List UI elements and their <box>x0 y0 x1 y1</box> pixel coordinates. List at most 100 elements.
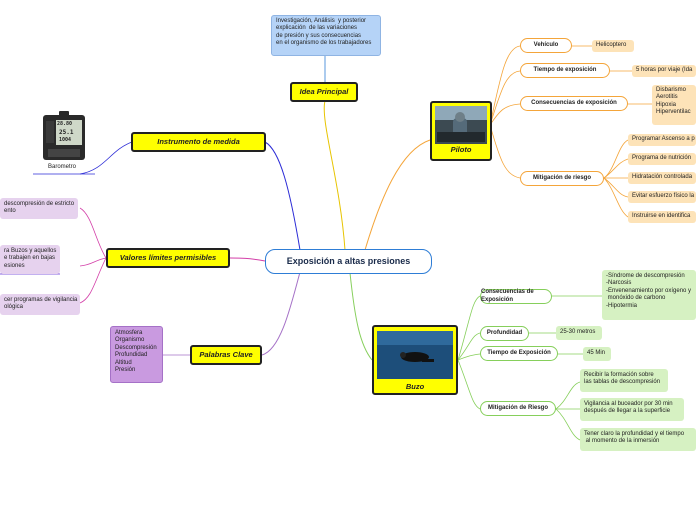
barometer-reading: 28.80 <box>57 121 72 127</box>
time-value: 45 Min <box>587 350 607 357</box>
connector-diver-time <box>458 354 480 360</box>
connector-mit-g3 <box>556 409 580 440</box>
mitigation-line: Vigilancia al buceador por 30 min <box>584 401 680 408</box>
mitigation-line: Tener claro la profundidad y el tiempo <box>584 431 692 438</box>
connector-limits-a <box>80 208 106 258</box>
idea-description[interactable]: Investigación, Análisis y posterior expl… <box>271 15 381 56</box>
pilot-consequences-leaf[interactable]: Disbarismo Aerotitis Hipoxia Hiperventil… <box>652 85 696 125</box>
connector-pilot-mitigation <box>490 125 520 178</box>
diver-topic[interactable]: Buzo <box>372 325 458 395</box>
connector-mit-2 <box>604 159 628 178</box>
connector-mit-4 <box>604 178 628 197</box>
pilot-mitigation-leaf[interactable]: Hidratación controlada <box>628 172 696 184</box>
keyword-item: Descompresión <box>115 345 158 352</box>
diver-consequences-leaf[interactable]: -Síndrome de descompresión -Narcosis -En… <box>602 270 696 320</box>
diver-branch-depth[interactable]: Profundidad <box>480 326 529 341</box>
limits-item[interactable]: cer programas de vigilancia ológica <box>0 294 80 315</box>
instrument-topic[interactable]: Instrumento de medida <box>131 132 266 152</box>
pilot-topic[interactable]: Piloto <box>430 101 492 161</box>
limits-line: cer programas de vigilancia <box>4 297 76 304</box>
connector-keywords <box>262 272 300 355</box>
limits-line: ento <box>4 208 74 215</box>
limits-line: e trabajen en bajas <box>4 255 56 262</box>
barometer-reading: 1004 <box>59 137 71 143</box>
connector-mit-g1 <box>556 382 580 409</box>
idea-line: explicación de las variaciones <box>276 25 376 32</box>
pilot-image <box>435 106 487 144</box>
keywords-list[interactable]: Atmosfera Organismo Descompresión Profun… <box>110 326 163 383</box>
mitigation-line: después de llegar a la superficie <box>584 408 680 415</box>
consequence-item: -Hipotermia <box>606 303 692 310</box>
connector-mit-1 <box>604 140 628 178</box>
keywords-topic[interactable]: Palabras Clave <box>190 345 262 365</box>
depth-value: 25-30 metros <box>560 329 598 336</box>
pilot-time-leaf[interactable]: 5 horas por viaje (Ida <box>632 65 696 77</box>
barometer-reading: 25.1 <box>59 129 73 136</box>
pilot-branch-time[interactable]: Tiempo de exposición <box>520 63 610 78</box>
idea-line: Investigación, Análisis y posterior <box>276 18 376 25</box>
pilot-branch-mitigation[interactable]: Mitigación de riesgo <box>520 171 604 186</box>
idea-line: en el organismo de los trabajadores <box>276 40 376 47</box>
mitigation-line: Recibir la formación sobre <box>584 372 664 379</box>
diver-mitigation-leaf[interactable]: Vigilancia al buceador por 30 min despué… <box>580 398 684 421</box>
limits-line: ra Buzos y aquellos <box>4 248 56 255</box>
mitigation-line: las tablas de descompresión <box>584 379 664 386</box>
diver-branch-time[interactable]: Tiempo de Exposición <box>480 346 558 361</box>
connector-instrument-left <box>80 142 132 174</box>
consequence-item: -Síndrome de descompresión <box>606 273 692 280</box>
connector-diver-mit <box>458 360 480 409</box>
pilot-branch-vehicle[interactable]: Vehículo <box>520 38 572 53</box>
connector-pilot-consequences <box>490 104 520 125</box>
barometer-image: 28.80 25.1 1004 <box>42 111 86 161</box>
consequence-item: monóxido de carbono <box>606 295 692 302</box>
consequence-item: Hipoxia <box>656 102 692 109</box>
connector-limits <box>230 258 265 261</box>
pilot-branch-consequences[interactable]: Consecuencias de exposición <box>520 96 628 111</box>
pilot-mitigation-leaf[interactable]: Programa de nutrición <box>628 153 696 165</box>
connector-pilot-vehicle <box>490 46 520 125</box>
pilot-mitigation-leaf[interactable]: Programar Ascenso a p <box>628 134 696 146</box>
consequence-item: -Envenenamiento por oxígeno y <box>606 288 692 295</box>
diver-branch-consequences[interactable]: Consecuencias de Exposición <box>480 289 552 304</box>
keyword-item: Atmosfera <box>115 330 158 337</box>
keyword-item: Altitud <box>115 360 158 367</box>
limits-line: ológica <box>4 304 76 311</box>
diver-mitigation-leaf[interactable]: Tener claro la profundidad y el tiempo a… <box>580 428 696 451</box>
diver-label: Buzo <box>374 383 456 390</box>
keyword-item: Profundidad <box>115 352 158 359</box>
pilot-mitigation-leaf[interactable]: Evitar esfuerzo físico la <box>628 191 696 203</box>
connector-diver <box>350 273 372 360</box>
central-topic[interactable]: Exposición a altas presiones <box>265 249 432 274</box>
limits-topic[interactable]: Valores límites permisibles <box>106 248 230 268</box>
pilot-vehicle-leaf[interactable]: Helicoptero <box>592 40 634 52</box>
connector-idea <box>324 101 345 250</box>
consequence-item: -Narcosis <box>606 280 692 287</box>
mitigation-line: al momento de la inmersión <box>584 438 692 445</box>
connector-pilot <box>365 140 430 250</box>
consequence-item: Aerotitis <box>656 94 692 101</box>
connector-diver-cons <box>458 296 480 360</box>
connector-pilot-time <box>490 71 520 125</box>
pilot-label: Piloto <box>432 146 490 153</box>
pilot-mitigation-leaf[interactable]: Instruirse en identifica <box>628 211 696 223</box>
diver-depth-leaf[interactable]: 25-30 metros <box>556 326 602 340</box>
barometer-caption: Barometro <box>48 164 76 171</box>
idea-principal-topic[interactable]: Idea Principal <box>290 82 358 102</box>
connector-instrument <box>265 142 300 250</box>
limits-item[interactable]: descompresión de estricto ento <box>0 198 78 219</box>
idea-line: de presión y sus consecuencias <box>276 33 376 40</box>
connector-limits-c <box>80 258 106 303</box>
limits-item[interactable]: ra Buzos y aquellos e trabajen en bajas … <box>0 245 60 274</box>
diver-mitigation-leaf[interactable]: Recibir la formación sobre las tablas de… <box>580 369 668 392</box>
diver-time-leaf[interactable]: 45 Min <box>583 347 611 361</box>
consequence-item: Hiperventilac <box>656 109 692 116</box>
diver-image <box>377 331 453 379</box>
diver-branch-mitigation[interactable]: Mitigación de Riesgo <box>480 401 556 416</box>
consequence-item: Disbarismo <box>656 87 692 94</box>
limits-line: descompresión de estricto <box>4 201 74 208</box>
connector-limits-b <box>80 258 106 266</box>
keyword-item: Presión <box>115 367 158 374</box>
connector-mit-5 <box>604 178 628 217</box>
keyword-item: Organismo <box>115 337 158 344</box>
limits-line: esiones <box>4 263 56 270</box>
